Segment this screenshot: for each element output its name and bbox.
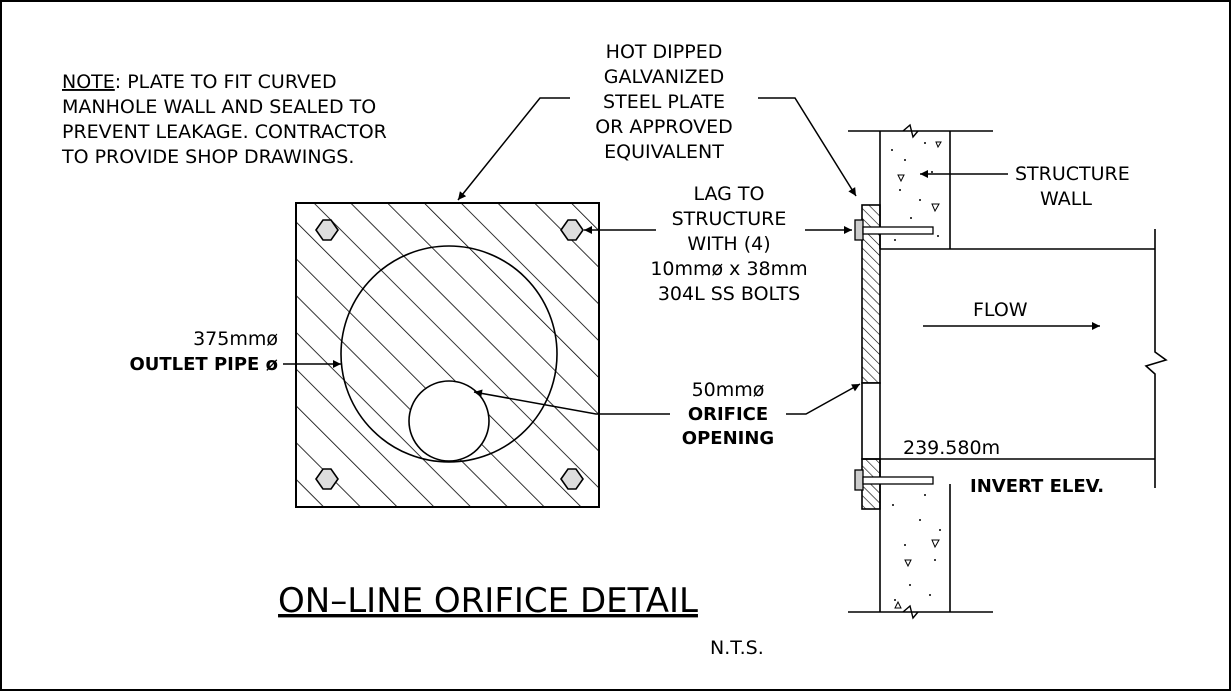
outlet-pipe-label: OUTLET PIPE ø — [129, 354, 278, 375]
lag-callout-line-5: 304L SS BOLTS — [658, 283, 800, 305]
plate-callout-line-4: OR APPROVED — [595, 116, 733, 138]
note-line-3: PREVENT LEAKAGE. CONTRACTOR — [62, 121, 387, 143]
structure-wall-line-1: STRUCTURE — [1015, 163, 1130, 185]
orifice-size: 50mmø — [692, 379, 765, 401]
section-view — [848, 123, 1168, 620]
outlet-pipe-circle — [340, 245, 558, 463]
invert-label: INVERT ELEV. — [970, 476, 1104, 497]
outlet-pipe-size: 375mmø — [193, 328, 278, 350]
svg-text:NOTE: PLATE TO FIT CURVED: NOTE: PLATE TO FIT CURVED — [62, 71, 337, 93]
note-line-2: MANHOLE WALL AND SEALED TO — [62, 96, 376, 118]
orifice-opening-section — [861, 382, 881, 460]
plate-front-view — [295, 202, 600, 508]
detail-title: ON–LINE ORIFICE DETAIL — [278, 581, 698, 621]
plate-callout-line-1: HOT DIPPED — [606, 41, 723, 63]
bolt-head-top-right — [560, 219, 584, 241]
note-line-4: TO PROVIDE SHOP DRAWINGS. — [61, 146, 354, 168]
note-block: NOTE: PLATE TO FIT CURVED MANHOLE WALL A… — [61, 71, 387, 168]
lag-bolt-shaft-lower — [862, 476, 934, 485]
lag-bolt-shaft-upper — [862, 226, 934, 235]
lag-callout-line-2: STRUCTURE — [672, 208, 787, 230]
orifice-label-1: ORIFICE — [688, 404, 768, 425]
bolt-head-bottom-right — [560, 468, 584, 490]
lag-bolt-head-upper — [854, 219, 864, 241]
orifice-opening-circle — [408, 380, 490, 462]
orifice-leader-right — [786, 383, 861, 415]
lag-callout-line-3: WITH (4) — [687, 233, 770, 255]
plate-callout-line-3: STEEL PLATE — [603, 91, 725, 113]
bolt-head-bottom-left — [315, 468, 339, 490]
lag-bolt-head-lower — [854, 469, 864, 491]
note-line-1: : PLATE TO FIT CURVED — [115, 71, 337, 93]
bolt-head-top-left — [315, 219, 339, 241]
lag-callout-line-1: LAG TO — [693, 183, 764, 205]
invert-elevation: 239.580m — [903, 437, 1000, 459]
lag-callout-line-4: 10mmø x 38mm — [650, 258, 807, 280]
note-label: NOTE — [62, 71, 115, 93]
flow-label: FLOW — [973, 299, 1028, 321]
structure-wall-line-2: WALL — [1040, 188, 1092, 210]
orifice-label-2: OPENING — [682, 428, 774, 449]
orifice-leader-left — [473, 389, 670, 415]
plate-callout: HOT DIPPED GALVANIZED STEEL PLATE OR APP… — [595, 41, 733, 163]
plate-leader-right — [758, 97, 857, 197]
plate-callout-line-5: EQUIVALENT — [604, 141, 724, 163]
pipe-break-line — [1144, 229, 1168, 488]
scale-note: N.T.S. — [710, 637, 764, 659]
lag-callout: LAG TO STRUCTURE WITH (4) 10mmø x 38mm 3… — [650, 183, 807, 305]
plate-callout-line-2: GALVANIZED — [604, 66, 724, 88]
plate-leader-left — [457, 97, 570, 201]
